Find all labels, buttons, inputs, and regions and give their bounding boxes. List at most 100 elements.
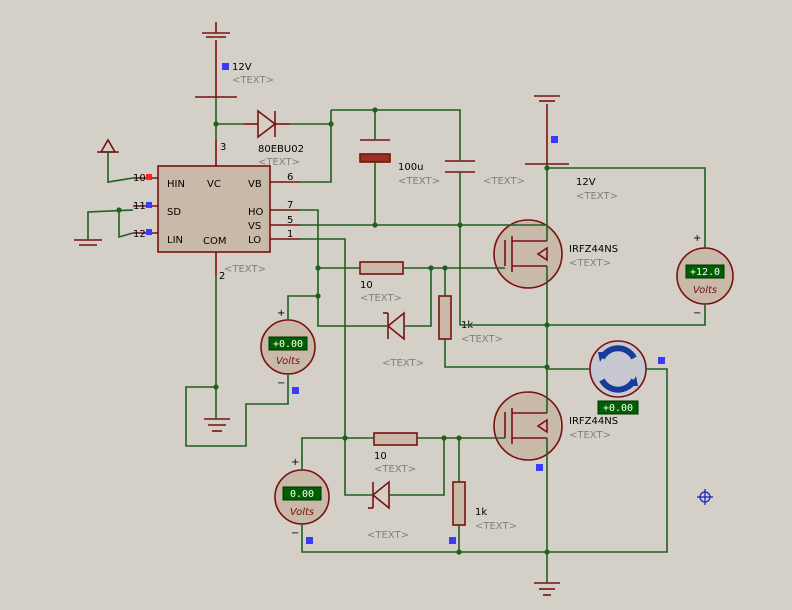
body-diode	[536, 246, 548, 262]
probe-marker[interactable]	[292, 387, 299, 394]
placeholder-text: <TEXT>	[367, 530, 409, 541]
cap-plate-polarized	[359, 153, 391, 163]
ground-bottom	[534, 582, 560, 596]
meter-value: 0.00	[290, 489, 314, 500]
meter-unit: Volts	[693, 285, 717, 296]
probe-marker[interactable]	[449, 537, 456, 544]
junction	[544, 549, 550, 555]
wire	[301, 368, 668, 553]
mosfet-low-side[interactable]	[493, 391, 563, 461]
pin-name-lo: LO	[248, 235, 261, 246]
pin-num-6: 6	[287, 172, 293, 183]
junction	[116, 207, 122, 213]
mosfet-label: IRFZ44NS	[569, 244, 618, 255]
voltmeter-supply[interactable]: +12.0 Volts + −	[676, 233, 734, 319]
junction	[315, 293, 321, 299]
gate-resistor-high[interactable]	[359, 261, 404, 275]
motor-arrow	[598, 352, 606, 362]
probe-marker[interactable]	[222, 63, 229, 70]
placeholder-text: <TEXT>	[224, 264, 266, 275]
pin-name-sd: SD	[167, 207, 181, 218]
wire	[287, 295, 318, 320]
resistor-label: 10	[360, 280, 373, 291]
junction	[428, 265, 434, 271]
supply-label: 12V	[232, 62, 252, 73]
wire	[547, 167, 706, 248]
meter-plus: +	[693, 233, 701, 244]
input-arrow	[99, 138, 117, 153]
logic-state-marker[interactable]	[146, 229, 152, 235]
junction	[544, 165, 550, 171]
meter-value: +0.00	[273, 339, 303, 350]
placeholder-text: <TEXT>	[569, 430, 611, 441]
gate-resistor-low[interactable]	[373, 432, 418, 446]
junction	[456, 549, 462, 555]
placeholder-text: <TEXT>	[382, 358, 424, 369]
wire	[389, 438, 445, 496]
resistor-label: 10	[374, 451, 387, 462]
motor-display	[597, 400, 639, 415]
origin-crosshair-icon[interactable]	[697, 489, 713, 505]
junction	[372, 107, 378, 113]
cap-label: 100u	[398, 162, 423, 173]
pulldown-resistor-low[interactable]	[452, 481, 466, 526]
wire	[118, 210, 134, 239]
meter-display	[268, 336, 308, 351]
wire	[300, 238, 373, 496]
supply-terminal-mosfet-top[interactable]	[525, 95, 569, 165]
logic-input-terminal[interactable]	[97, 138, 119, 153]
pin-name-ho: HO	[248, 207, 264, 218]
pin-num-11: 11	[133, 201, 146, 212]
logic-state-marker-high[interactable]	[146, 174, 152, 180]
dc-motor[interactable]: +0.00	[589, 340, 647, 415]
voltmeter-gate-high[interactable]: +0.00 Volts + −	[260, 308, 316, 389]
placeholder-text: <TEXT>	[232, 75, 274, 86]
probe-marker[interactable]	[306, 537, 313, 544]
meter-minus: −	[693, 308, 701, 319]
wire	[185, 374, 289, 447]
mosfet-label: IRFZ44NS	[569, 416, 618, 427]
meter-plus: +	[291, 457, 299, 468]
meter-display	[685, 264, 725, 279]
probe-marker[interactable]	[658, 357, 665, 364]
bootstrap-diode[interactable]	[244, 109, 290, 139]
pin-num-2: 2	[219, 271, 225, 282]
junction	[372, 222, 378, 228]
diode-body	[386, 311, 405, 341]
meter-value: +12.0	[690, 267, 720, 278]
supply-terminal-12v-top[interactable]	[195, 22, 237, 98]
decoupling-capacitor[interactable]	[445, 160, 475, 173]
gate-driver-ic[interactable]	[133, 140, 300, 276]
motor-value: +0.00	[603, 403, 633, 414]
ic-body	[157, 165, 271, 253]
meter-minus: −	[277, 378, 285, 389]
pulldown-resistor-high[interactable]	[438, 295, 452, 340]
junctions	[116, 107, 550, 555]
junction	[342, 435, 348, 441]
junction	[328, 121, 334, 127]
meter-plus: +	[277, 308, 285, 319]
pin-name-vs: VS	[248, 221, 261, 232]
placeholder-text: <TEXT>	[461, 334, 503, 345]
mosfet-high-side[interactable]	[493, 219, 563, 289]
bulk-capacitor[interactable]	[359, 139, 391, 163]
pin-name-lin: LIN	[167, 235, 183, 246]
diode-label: 80EBU02	[258, 144, 304, 155]
meter-unit: Volts	[290, 507, 314, 518]
wire	[404, 268, 432, 327]
diode-body	[371, 480, 390, 510]
junction	[544, 322, 550, 328]
pin-num-10: 10	[133, 173, 146, 184]
mosfet-body	[493, 391, 563, 461]
junction	[441, 435, 447, 441]
pin-num-12: 12	[133, 229, 146, 240]
probe-marker[interactable]	[551, 136, 558, 143]
logic-state-marker[interactable]	[146, 202, 152, 208]
placeholder-text: <TEXT>	[398, 176, 440, 187]
junction	[213, 384, 219, 390]
supply-label: 12V	[576, 177, 596, 188]
mosfet-body	[493, 219, 563, 289]
pin-name-com: COM	[203, 236, 226, 247]
probe-marker[interactable]	[536, 464, 543, 471]
